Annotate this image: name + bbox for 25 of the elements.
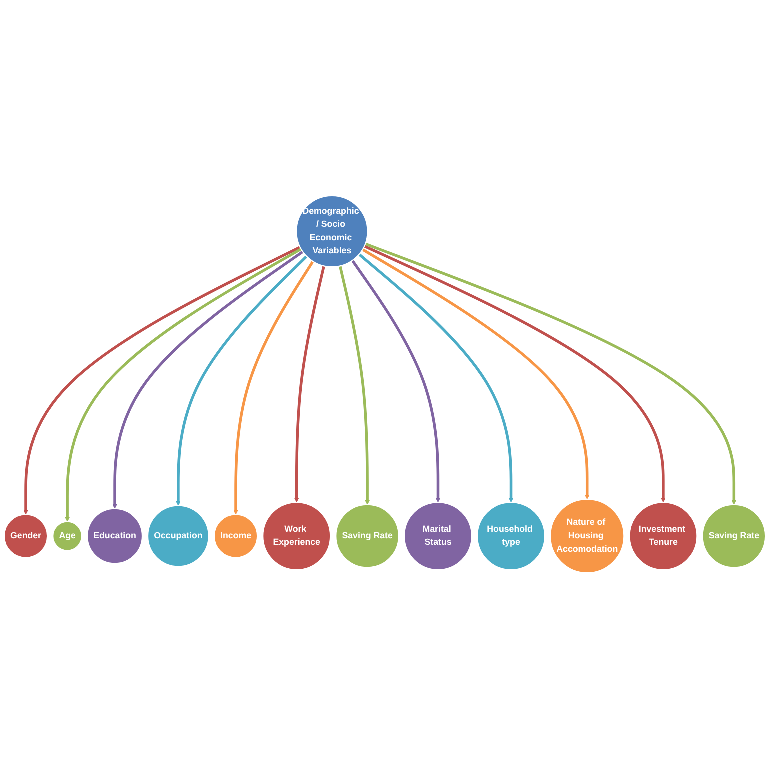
node-circle: Household type	[476, 502, 546, 571]
node-circle: Income	[214, 514, 258, 558]
arrow	[294, 266, 326, 503]
node-circle: Gender	[4, 514, 48, 558]
arrow	[365, 242, 737, 506]
arrow	[234, 260, 314, 515]
arrow	[364, 245, 666, 503]
node-circle: Education	[86, 508, 144, 564]
arrow	[65, 248, 302, 522]
arrow	[112, 250, 304, 509]
node-circle: Age	[52, 521, 83, 552]
arrow	[362, 248, 590, 500]
node-circle: Demographic / Socio Economic Variables	[296, 195, 368, 268]
node-circle: Saving Rate	[336, 504, 400, 568]
node-circle: Saving Rate	[702, 504, 766, 568]
node-circle: Nature of Housing Accomodation	[550, 498, 625, 574]
node-circle: Marital Status	[404, 502, 473, 571]
arrow	[351, 260, 441, 503]
arrow	[24, 246, 301, 515]
node-circle: Occupation	[147, 505, 210, 568]
arrow	[176, 256, 308, 506]
node-circle: Work Experience	[262, 502, 332, 571]
node-circle: Investment Tenure	[629, 502, 698, 571]
arrow	[338, 266, 370, 506]
arrow	[358, 253, 514, 503]
